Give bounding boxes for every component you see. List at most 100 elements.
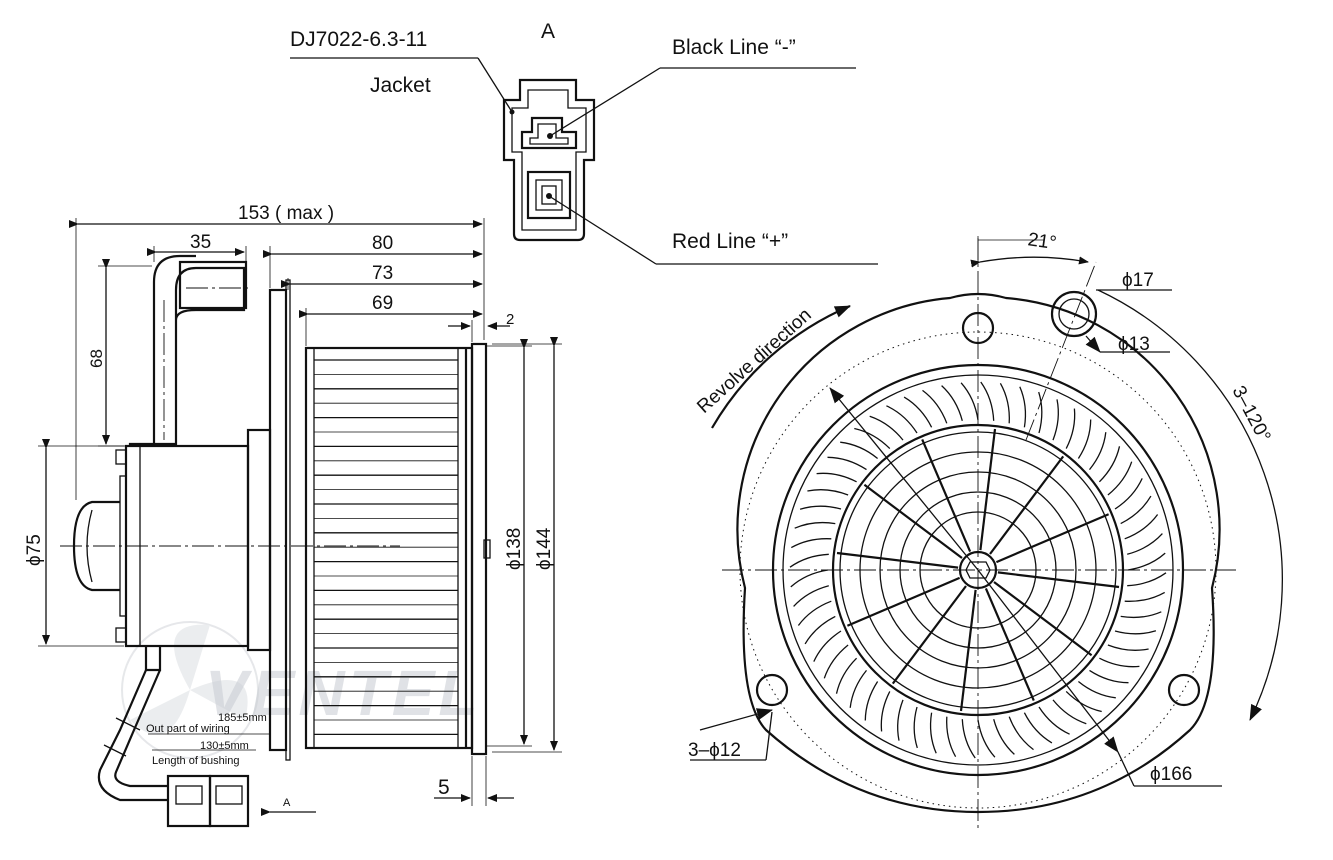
fan-blade: [1127, 533, 1163, 555]
fan-blade: [1127, 572, 1167, 587]
fan-blade: [977, 719, 996, 758]
hole-phi13: [1058, 298, 1090, 330]
fan-blade: [1089, 669, 1129, 684]
fan-blade: [980, 381, 995, 421]
cable-top: [128, 266, 246, 446]
dim-2: 2: [506, 311, 514, 328]
fan-blade: [794, 521, 836, 529]
fan-blade: [929, 712, 937, 754]
fan-blade: [813, 630, 842, 662]
fan-blade: [1124, 514, 1159, 540]
mount-hole-right: [1167, 673, 1201, 707]
dim-phi144: ϕ144: [534, 527, 555, 570]
watermark: VENTEL: [121, 621, 481, 759]
fan-blade: [835, 657, 858, 694]
dim-phi138: ϕ138: [504, 528, 525, 570]
fan-blade: [1077, 680, 1116, 699]
side-view: 153 ( max ) 35 80 73 69 2 68: [24, 203, 562, 828]
grille-spoke: [995, 513, 1110, 564]
length-of-bushing-label: Length of bushing: [152, 755, 239, 767]
fan-blade: [804, 615, 836, 645]
hole-phi17: [1050, 290, 1098, 338]
fan-blade: [789, 553, 829, 568]
view-arrow-letter: A: [283, 797, 291, 809]
dim-68: 68: [87, 349, 106, 368]
housing-outline: [736, 292, 1221, 814]
pitch-circle: [739, 331, 1217, 809]
fan-blade: [849, 669, 868, 708]
fan-blade: [1038, 391, 1043, 434]
dim-80: 80: [372, 233, 393, 254]
fan-blade: [1120, 495, 1152, 525]
fan-blade: [1088, 432, 1107, 471]
grille-spoke: [846, 576, 961, 627]
fan-blade: [1127, 552, 1166, 571]
grille-spoke: [989, 455, 1065, 555]
back-plate: [470, 342, 488, 756]
connector-inner-outline: [511, 89, 587, 231]
grille-spoke: [993, 581, 1093, 657]
dim-35: 35: [190, 232, 211, 253]
fan-blade: [961, 719, 976, 759]
mount-holes-label: 3–ϕ12: [688, 740, 741, 761]
fan-blade: [1038, 706, 1070, 735]
fan-blade: [1114, 478, 1143, 510]
fan-blade: [1098, 446, 1121, 483]
fan-blade: [1023, 712, 1053, 744]
dim-73: 73: [372, 263, 393, 284]
dim-69: 69: [372, 293, 393, 314]
pcd-166-label: ϕ166: [1150, 764, 1192, 785]
out-part-of-wiring-label: Out part of wiring: [146, 723, 230, 735]
fan-blade: [913, 706, 918, 749]
grille-spoke: [959, 589, 977, 712]
black-line-label: Black Line “-”: [672, 36, 796, 59]
fan-blade: [807, 489, 849, 496]
dim-5: 5: [438, 776, 450, 799]
fan-blade: [790, 538, 832, 549]
grille-spoke: [997, 571, 1120, 589]
wiring-length-value: 185±5mm: [218, 712, 267, 724]
fan-blade: [922, 389, 948, 424]
grille-spokes: [836, 428, 1120, 712]
fan-blade: [840, 441, 879, 460]
hole-13-label: ϕ13: [1118, 334, 1150, 355]
front-view: 21° ϕ17 ϕ13 3–120° Revolve direction 3–ϕ…: [688, 229, 1283, 832]
fan-blade: [816, 472, 857, 483]
grille-spoke: [979, 428, 997, 551]
fan-blade: [790, 569, 829, 588]
fan-blade: [854, 427, 891, 450]
cable-sleeve: [178, 260, 248, 310]
fan-blade: [1065, 408, 1076, 449]
dim-153: 153 ( max ): [238, 203, 334, 224]
fan-blade: [1052, 699, 1087, 725]
fan-blade: [1099, 657, 1140, 668]
red-line-label: Red Line “+”: [672, 230, 788, 253]
side-dimensions: 153 ( max ) 35 80 73 69 2 68: [24, 203, 562, 806]
grille-spoke: [891, 585, 967, 685]
fan-blade: [1107, 461, 1133, 496]
fan-blade: [897, 699, 904, 741]
angle-120-label: 3–120°: [1228, 382, 1275, 445]
wiring-notes: 185±5mm Out part of wiring 130±5mm Lengt…: [146, 712, 291, 809]
view-letter-label: A: [541, 20, 555, 43]
grille-spoke: [863, 483, 963, 559]
fan-blade: [1019, 386, 1027, 428]
fan-blade: [999, 382, 1010, 424]
connector-model-label: DJ7022-6.3-11: [290, 28, 427, 51]
angle-21-label: 21°: [1026, 229, 1057, 254]
fan-blade: [793, 585, 829, 607]
fan-blade: [799, 505, 842, 510]
dim-phi75: ϕ75: [24, 534, 45, 566]
fan-blade: [993, 719, 1015, 755]
fan-blades: [789, 381, 1167, 759]
fan-blade: [1114, 630, 1157, 635]
fan-blade: [797, 600, 832, 626]
watermark-text: VENTEL: [205, 657, 481, 729]
hole-17-label: ϕ17: [1122, 270, 1154, 291]
fan-blade: [827, 456, 867, 471]
fan-blade: [1124, 591, 1166, 602]
fan-blade: [960, 382, 979, 421]
watermark-fan-icon: [121, 621, 259, 759]
plug-right: [208, 774, 250, 828]
